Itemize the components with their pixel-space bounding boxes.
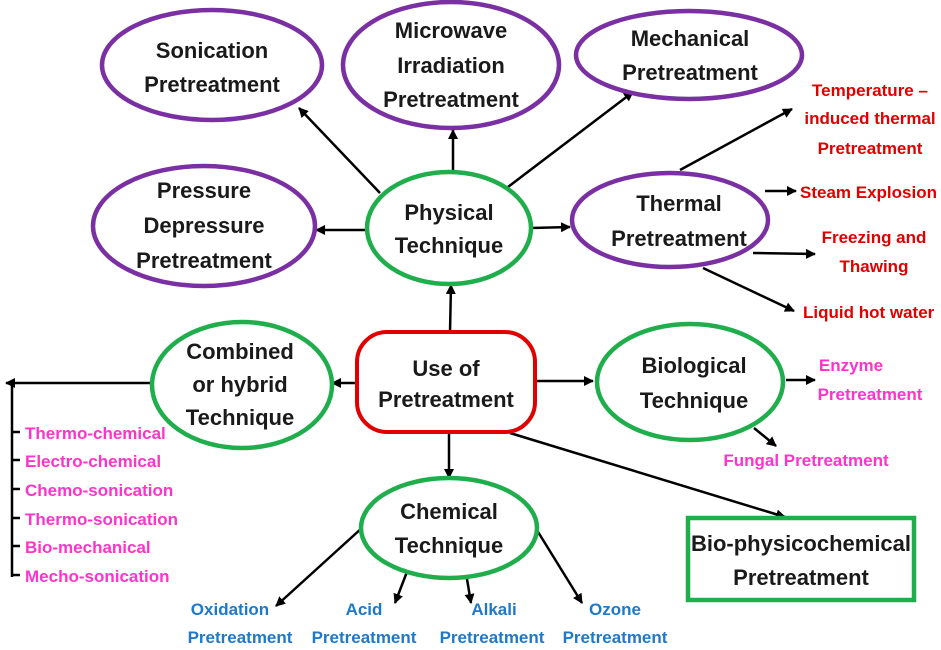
microwave-line-2: Irradiation <box>397 53 505 78</box>
center-line-2: Pretreatment <box>378 387 514 412</box>
sonication-line-1: Sonication <box>156 38 268 63</box>
combined-line-1: Combined <box>186 339 294 364</box>
combined-item: Chemo-sonication <box>25 481 173 500</box>
biological-children: Enzyme Pretreatment Fungal Pretreatment <box>723 356 922 470</box>
arrow-chemical-to-ozone <box>533 526 584 604</box>
thermal-line-1: Thermal <box>636 191 722 216</box>
acid-line-2: Pretreatment <box>312 628 417 647</box>
enzyme-line-1: Enzyme <box>819 356 883 375</box>
combined-line-3: Technique <box>186 405 294 430</box>
pressure-line-1: Pressure <box>157 178 251 203</box>
arrow-physical-to-thermal <box>530 222 571 233</box>
oxidation-line-1: Oxidation <box>191 600 269 619</box>
fungal-pretreatment-label: Fungal Pretreatment <box>723 451 889 470</box>
sonication-line-2: Pretreatment <box>144 72 280 97</box>
alkali-line-1: Alkali <box>471 600 516 619</box>
arrow-physical-to-mechanical <box>507 91 634 188</box>
microwave-line-1: Microwave <box>395 18 508 43</box>
mechanical-node: Mechanical Pretreatment <box>573 8 805 102</box>
liquid-hot-water-label: Liquid hot water <box>803 303 935 322</box>
freezing-line-2: Thawing <box>840 257 909 276</box>
biophysico-line-1: Bio-physicochemical <box>691 531 911 556</box>
temperature-line-1: Temperature – <box>812 81 928 100</box>
arrow-physical-to-sonication <box>298 107 381 194</box>
acid-line-1: Acid <box>346 600 383 619</box>
center-line-1: Use of <box>412 356 480 381</box>
biological-node: Biological Technique <box>594 321 786 443</box>
ozone-line-2: Pretreatment <box>563 628 668 647</box>
microwave-node: Microwave Irradiation Pretreatment <box>340 0 562 131</box>
arrow-thermal-to-freezing <box>752 248 816 259</box>
sonication-node: Sonication Pretreatment <box>99 7 325 123</box>
chemical-node: Chemical Technique <box>358 475 540 581</box>
combined-children: Thermo-chemicalElectro-chemicalChemo-son… <box>25 424 178 586</box>
center-node: Use of Pretreatment <box>355 330 537 434</box>
chemical-line-2: Technique <box>395 533 503 558</box>
combined-item: Bio-mechanical <box>25 538 151 557</box>
mechanical-line-2: Pretreatment <box>622 60 758 85</box>
pressure-line-2: Depressure <box>143 213 264 238</box>
combined-line-2: or hybrid <box>192 372 287 397</box>
arrow-center-to-physical <box>445 284 456 333</box>
physical-line-2: Technique <box>395 233 503 258</box>
physical-line-1: Physical <box>404 200 493 225</box>
combined-node: Combined or hybrid Technique <box>149 319 335 451</box>
arrow-biological-to-fungal <box>753 427 777 447</box>
mechanical-line-1: Mechanical <box>631 26 750 51</box>
chemical-line-1: Chemical <box>400 499 498 524</box>
biophysico-node: Bio-physicochemical Pretreatment <box>685 515 917 603</box>
oxidation-line-2: Pretreatment <box>188 628 293 647</box>
alkali-line-2: Pretreatment <box>440 628 545 647</box>
temperature-line-2: induced thermal <box>804 109 935 128</box>
temperature-line-3: Pretreatment <box>818 139 923 158</box>
combined-item: Mecho-sonication <box>25 567 170 586</box>
thermal-line-2: Pretreatment <box>611 226 747 251</box>
connectors <box>5 91 816 607</box>
pressure-line-3: Pretreatment <box>136 248 272 273</box>
arrow-thermal-to-temperature <box>679 107 793 172</box>
thermal-children: Temperature – induced thermal Pretreatme… <box>800 81 937 322</box>
arrow-center-to-biophysico <box>509 431 786 520</box>
pressure-node: Pressure Depressure Pretreatment <box>90 163 318 289</box>
combined-bracket <box>10 386 20 577</box>
biological-line-2: Technique <box>640 388 748 413</box>
freezing-line-1: Freezing and <box>822 228 927 247</box>
steam-explosion-label: Steam Explosion <box>800 183 937 202</box>
biological-line-1: Biological <box>641 353 746 378</box>
ozone-line-1: Ozone <box>589 600 641 619</box>
combined-item: Thermo-chemical <box>25 424 166 443</box>
combined-item: Electro-chemical <box>25 452 161 471</box>
biophysico-line-2: Pretreatment <box>733 565 869 590</box>
combined-item: Thermo-sonication <box>25 510 178 529</box>
arrow-thermal-to-liquid <box>702 266 795 313</box>
physical-node: Physical Technique <box>364 169 534 287</box>
microwave-line-3: Pretreatment <box>383 87 519 112</box>
arrow-chemical-to-oxidation <box>275 526 364 607</box>
thermal-node: Thermal Pretreatment <box>569 170 771 270</box>
chemical-children: Oxidation Pretreatment Acid Pretreatment… <box>188 600 668 647</box>
enzyme-line-2: Pretreatment <box>818 385 923 404</box>
